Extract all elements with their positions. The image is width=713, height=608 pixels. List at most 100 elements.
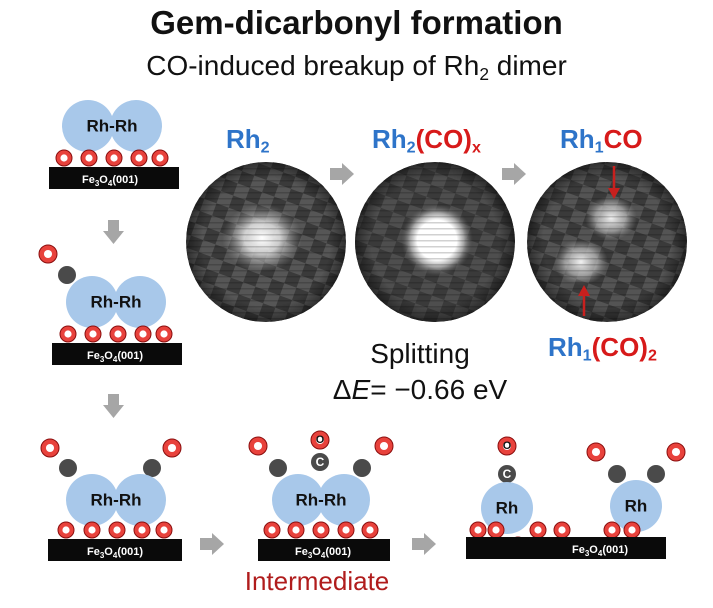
rh-atom bbox=[114, 276, 166, 328]
oxygen-atom-core bbox=[315, 435, 325, 445]
oxygen-atom-core bbox=[62, 526, 70, 534]
splitting-energy: Splitting ΔE= −0.66 eV bbox=[290, 336, 550, 408]
oxygen-atom-core bbox=[502, 441, 512, 451]
oxygen-atom-core bbox=[534, 526, 542, 534]
oxygen-atom-core bbox=[317, 526, 325, 534]
oxygen-atom-core bbox=[138, 526, 146, 534]
carbon-atom bbox=[58, 266, 76, 284]
label-co: (CO) bbox=[591, 332, 648, 362]
oxygen-atom-core bbox=[671, 447, 681, 457]
dimer-label: Rh-Rh bbox=[91, 491, 142, 510]
substrate-label: Fe3O4(001) bbox=[295, 546, 351, 560]
oxygen-atom-core bbox=[492, 526, 500, 534]
energy-line: ΔE= −0.66 eV bbox=[332, 374, 508, 405]
figure-title: Gem-dicarbonyl formation bbox=[150, 4, 563, 41]
carbon-label: C bbox=[503, 467, 512, 481]
dimer-label: Rh-Rh bbox=[91, 293, 142, 312]
substrate-slab bbox=[466, 537, 666, 559]
oxygen-atom-core bbox=[268, 526, 276, 534]
label-sub: 1 bbox=[582, 346, 592, 365]
label-rh: Rh bbox=[226, 124, 261, 154]
image-label-rh2-cox: Rh2(CO)x bbox=[372, 124, 481, 157]
arrow-right-3 bbox=[200, 533, 224, 555]
image-label-rh2: Rh2 bbox=[226, 124, 270, 157]
oxygen-atom-core bbox=[110, 154, 118, 162]
indicator-arrow-rh1co bbox=[608, 166, 620, 199]
atom-label: Rh bbox=[625, 497, 648, 516]
carbon-atom bbox=[59, 459, 77, 477]
oxygen-atom-core bbox=[608, 526, 616, 534]
label-sub: 1 bbox=[594, 138, 604, 157]
oxygen-atom-core bbox=[114, 330, 122, 338]
carbon-atom bbox=[311, 453, 329, 471]
oxygen-atom-core bbox=[89, 330, 97, 338]
substrate-label: Fe3O4(001) bbox=[87, 546, 143, 560]
splitting-label: Splitting bbox=[370, 338, 470, 369]
oxygen-atom-core bbox=[43, 249, 53, 259]
oxygen-atom-core bbox=[45, 443, 55, 453]
arrow-right-1 bbox=[330, 163, 354, 185]
carbon-atom bbox=[608, 465, 626, 483]
carbon-atom bbox=[647, 465, 665, 483]
substrate-label: Fe3O4(001) bbox=[87, 350, 143, 364]
annotation-rh1co2: Rh1(CO)2 bbox=[548, 332, 657, 365]
label-sub: 2 bbox=[260, 138, 270, 157]
substrate-label: Fe3O4(001) bbox=[572, 544, 628, 558]
oxygen-atom-core bbox=[60, 154, 68, 162]
oxygen-atom-core bbox=[88, 526, 96, 534]
oxygen-atom-core bbox=[135, 154, 143, 162]
arrow-right-4 bbox=[412, 533, 436, 555]
substrate-label: Fe3O4(001) bbox=[82, 174, 138, 188]
oxygen-atom-core bbox=[85, 154, 93, 162]
dimer-label: Rh-Rh bbox=[87, 117, 138, 136]
rh-atom bbox=[114, 474, 166, 526]
carbon-atom bbox=[143, 459, 161, 477]
carbon-atom bbox=[269, 459, 287, 477]
oxygen-atom-core bbox=[591, 447, 601, 457]
arrow-down-2 bbox=[103, 394, 124, 418]
oxygen-label: O bbox=[503, 440, 512, 452]
substrate-slab bbox=[49, 167, 179, 189]
stm-image-rh2 bbox=[186, 162, 346, 322]
energy-symbol: E bbox=[351, 374, 371, 405]
oxygen-atom-core bbox=[379, 441, 389, 451]
oxygen-atom-core bbox=[253, 441, 263, 451]
carbon-atom bbox=[498, 465, 516, 483]
oxygen-atom-core bbox=[139, 330, 147, 338]
oxygen-atom-core bbox=[474, 526, 482, 534]
arrow-right-2 bbox=[502, 163, 526, 185]
energy-value: = −0.66 eV bbox=[370, 374, 508, 405]
oxygen-atom-core bbox=[366, 526, 374, 534]
label-rh: Rh bbox=[548, 332, 583, 362]
atom-label: Rh bbox=[496, 499, 519, 518]
oxygen-label: O bbox=[316, 434, 325, 446]
label-rh: Rh bbox=[560, 124, 595, 154]
rh-atom bbox=[272, 474, 324, 526]
oxygen-atom-core bbox=[160, 330, 168, 338]
oxygen-atom-core bbox=[342, 526, 350, 534]
substrate-slab bbox=[258, 539, 390, 561]
rh-atom bbox=[610, 480, 662, 532]
indicator-arrow-rh1co2 bbox=[578, 285, 590, 316]
rh-atom bbox=[481, 482, 533, 534]
oxygen-atom-core bbox=[167, 443, 177, 453]
intermediate-label: Intermediate bbox=[244, 566, 390, 596]
oxygen-atom-core bbox=[160, 526, 168, 534]
stm-image-rh1 bbox=[527, 162, 687, 322]
label-co: CO bbox=[603, 124, 643, 154]
oxygen-atom-core bbox=[292, 526, 300, 534]
label-co-sub: x bbox=[471, 138, 481, 157]
oxygen-atom-core bbox=[113, 526, 121, 534]
label-rh: Rh bbox=[372, 124, 407, 154]
carbon-label: C bbox=[316, 455, 325, 469]
subtitle-sub: 2 bbox=[479, 63, 489, 84]
oxygen-atom-core bbox=[628, 526, 636, 534]
dimer-label: Rh-Rh bbox=[296, 491, 347, 510]
label-co: (CO) bbox=[415, 124, 472, 154]
